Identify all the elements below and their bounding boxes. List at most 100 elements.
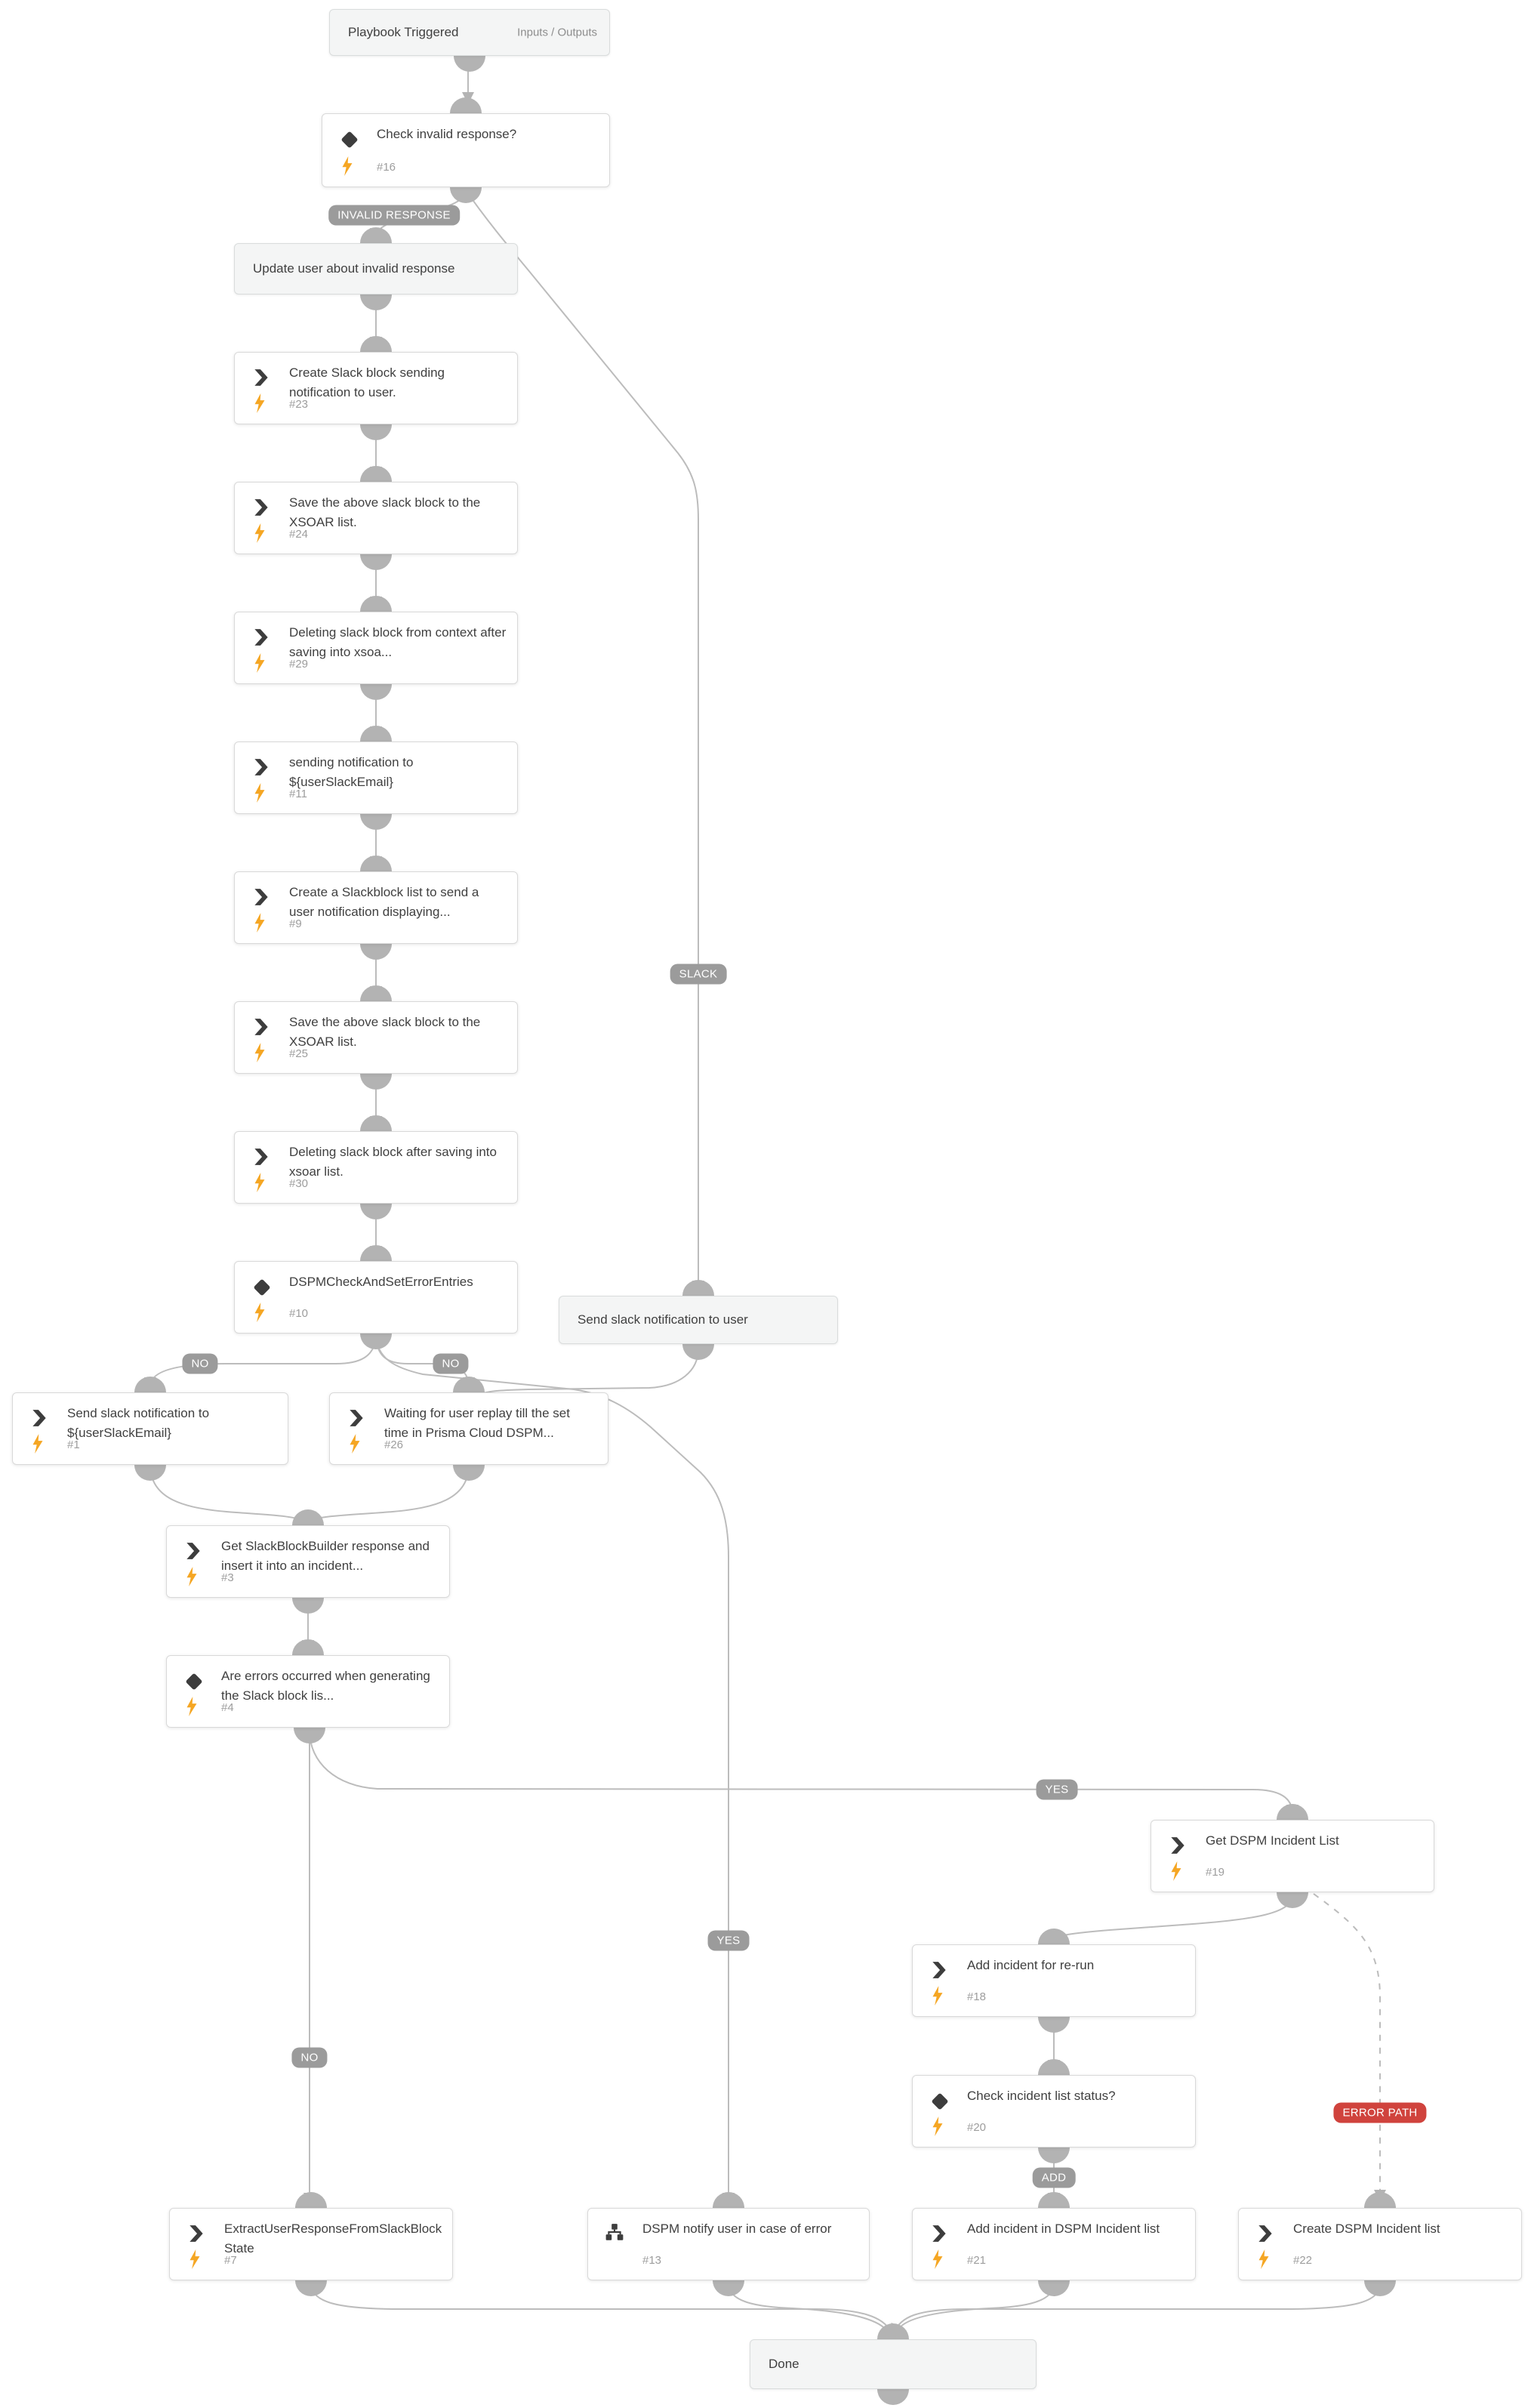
bolt-icon [254, 1173, 266, 1192]
task-title: DSPM notify user in case of error [642, 2221, 832, 2236]
automation-icon [1168, 1836, 1189, 1857]
branch-label-no-right: NO [433, 1353, 469, 1374]
bolt-icon [932, 2249, 944, 2269]
task-title: Send slack notification to ${userSlackEm… [67, 1406, 210, 1440]
task-node-4[interactable]: Are errors occurred when generating the … [166, 1655, 450, 1728]
automation-icon [929, 1960, 950, 1981]
task-id: #30 [289, 1177, 309, 1190]
task-node-23[interactable]: Create Slack block sending notification … [234, 352, 518, 424]
task-title: Get SlackBlockBuilder response and inser… [221, 1539, 430, 1573]
task-node-1[interactable]: Send slack notification to ${userSlackEm… [12, 1392, 288, 1465]
task-node-20[interactable]: Check incident list status? #20 [912, 2075, 1196, 2147]
task-id: #3 [221, 1571, 234, 1584]
section-header-send-slack[interactable]: Send slack notification to user [559, 1296, 838, 1344]
task-id: #29 [289, 658, 309, 671]
task-node-16[interactable]: Check invalid response? #16 [322, 113, 610, 187]
task-id: #22 [1293, 2254, 1313, 2267]
bolt-icon [349, 1434, 361, 1454]
automation-icon [251, 368, 273, 389]
bolt-icon [254, 653, 266, 673]
bolt-icon [189, 2249, 201, 2269]
inputs-outputs-link[interactable]: Inputs / Outputs [517, 26, 597, 39]
condition-icon [339, 129, 360, 150]
task-id: #4 [221, 1701, 234, 1714]
task-title: Save the above slack block to the XSOAR … [289, 495, 481, 529]
task-node-25[interactable]: Save the above slack block to the XSOAR … [234, 1001, 518, 1074]
task-node-13[interactable]: DSPM notify user in case of error #13 [587, 2208, 870, 2280]
task-title: Create a Slackblock list to send a user … [289, 885, 479, 919]
task-node-30[interactable]: Deleting slack block after saving into x… [234, 1131, 518, 1204]
branch-label-add: ADD [1032, 2167, 1076, 2188]
task-id: #19 [1206, 1866, 1225, 1879]
task-node-24[interactable]: Save the above slack block to the XSOAR … [234, 482, 518, 554]
task-id: #13 [642, 2254, 662, 2267]
bolt-icon [254, 913, 266, 933]
bolt-icon [254, 393, 266, 413]
task-node-7[interactable]: ExtractUserResponseFromSlackBlock State … [169, 2208, 453, 2280]
automation-icon [251, 1017, 273, 1038]
task-title: Deleting slack block after saving into x… [289, 1145, 497, 1179]
automation-icon [1255, 2224, 1277, 2245]
node-title: Update user about invalid response [253, 261, 455, 276]
task-id: #26 [384, 1438, 404, 1451]
bolt-icon [254, 1043, 266, 1062]
task-title: Save the above slack block to the XSOAR … [289, 1015, 481, 1049]
node-title: Playbook Triggered [348, 25, 459, 39]
task-node-18[interactable]: Add incident for re-run #18 [912, 1944, 1196, 2017]
task-title: Get DSPM Incident List [1206, 1833, 1339, 1848]
bolt-icon [932, 1986, 944, 2006]
task-id: #10 [289, 1307, 309, 1320]
task-id: #9 [289, 917, 302, 930]
section-header-update-user[interactable]: Update user about invalid response [234, 243, 518, 294]
bolt-icon [186, 1697, 198, 1716]
automation-icon [347, 1408, 368, 1429]
branch-label-slack: SLACK [670, 964, 727, 985]
task-title: Add incident for re-run [967, 1958, 1095, 1972]
task-id: #18 [967, 1990, 987, 2003]
automation-icon [29, 1408, 51, 1429]
task-node-19[interactable]: Get DSPM Incident List #19 [1151, 1820, 1434, 1892]
automation-icon [251, 1147, 273, 1168]
bolt-icon [32, 1434, 44, 1454]
bolt-icon [254, 783, 266, 803]
task-node-10[interactable]: DSPMCheckAndSetErrorEntries #10 [234, 1261, 518, 1333]
task-node-22[interactable]: Create DSPM Incident list #22 [1238, 2208, 1522, 2280]
branch-label-invalid-response: INVALID RESPONSE [328, 205, 460, 226]
automation-icon [251, 887, 273, 908]
bolt-icon [254, 523, 266, 543]
branch-label-no-left: NO [182, 1353, 218, 1374]
task-title: Are errors occurred when generating the … [221, 1669, 430, 1703]
task-node-9[interactable]: Create a Slackblock list to send a user … [234, 871, 518, 944]
automation-icon [251, 757, 273, 779]
branch-label-no-mid: NO [291, 2047, 328, 2068]
task-id: #11 [289, 788, 307, 800]
branch-label-yes-right: YES [1036, 1779, 1078, 1800]
task-node-21[interactable]: Add incident in DSPM Incident list #21 [912, 2208, 1196, 2280]
task-title: Check incident list status? [967, 2089, 1116, 2103]
automation-icon [929, 2224, 950, 2245]
task-title: DSPMCheckAndSetErrorEntries [289, 1275, 473, 1289]
node-title: Done [769, 2357, 799, 2371]
task-id: #24 [289, 528, 309, 541]
task-node-3[interactable]: Get SlackBlockBuilder response and inser… [166, 1525, 450, 1598]
task-node-29[interactable]: Deleting slack block from context after … [234, 612, 518, 684]
task-id: #7 [224, 2254, 237, 2267]
automation-icon [251, 627, 273, 649]
task-title: Add incident in DSPM Incident list [967, 2221, 1160, 2236]
task-id: #1 [67, 1438, 80, 1451]
done-node[interactable]: Done [750, 2339, 1037, 2389]
branch-label-yes-mid: YES [707, 1930, 750, 1951]
automation-icon [186, 2224, 208, 2245]
condition-icon [929, 2091, 950, 2112]
task-node-26[interactable]: Waiting for user replay till the set tim… [329, 1392, 608, 1465]
bolt-icon [254, 1303, 266, 1322]
task-id: #20 [967, 2121, 987, 2134]
task-node-11[interactable]: sending notification to ${userSlackEmail… [234, 742, 518, 814]
bolt-icon [186, 1567, 198, 1586]
task-title: Check invalid response? [377, 127, 517, 141]
task-title: Deleting slack block from context after … [289, 625, 507, 659]
task-title: sending notification to ${userSlackEmail… [289, 755, 414, 789]
task-title: Create DSPM Incident list [1293, 2221, 1440, 2236]
playbook-trigger-node[interactable]: Playbook Triggered Inputs / Outputs [329, 9, 610, 56]
